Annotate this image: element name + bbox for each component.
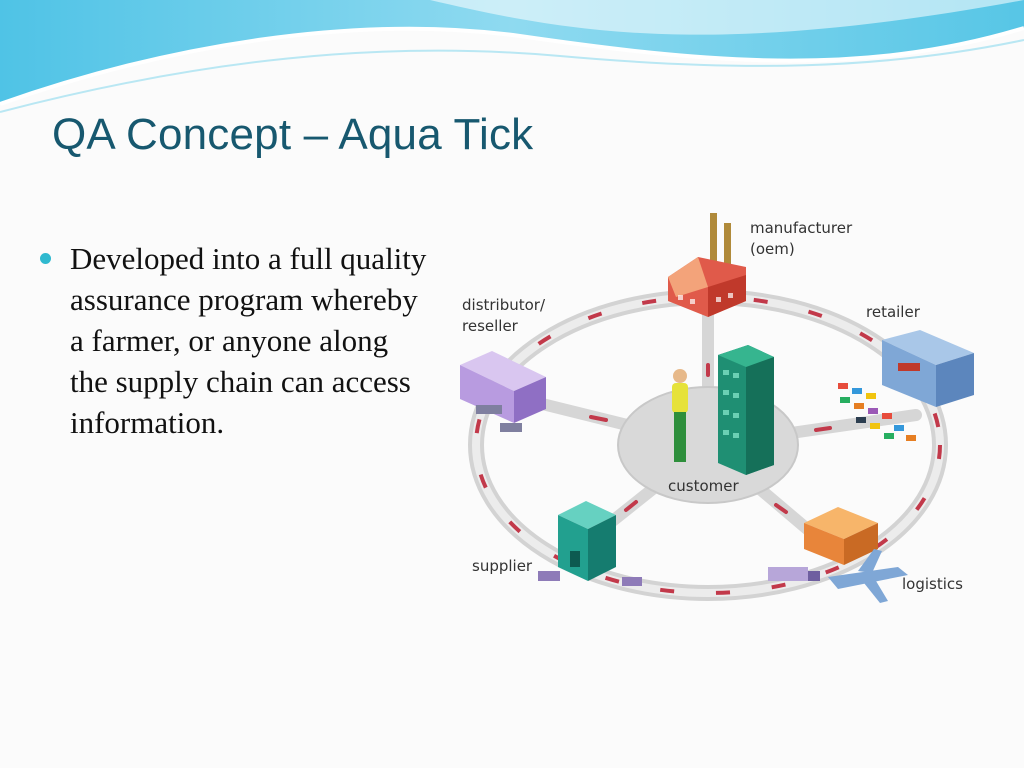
manufacturer-label-line2: (oem) [750,240,795,258]
manufacturer-factory-icon [668,213,746,317]
retailer-label: retailer [866,303,921,321]
bullet-list: Developed into a full quality assurance … [40,238,430,443]
wave-banner [0,0,1024,113]
slide-title: QA Concept – Aqua Tick [52,110,534,159]
bullet-item: Developed into a full quality assurance … [40,238,430,443]
logistics-depot-icon [804,507,878,565]
distributor-warehouse-icon [460,351,546,432]
spoke-dashes [589,363,832,514]
logistics-label: logistics [902,575,963,593]
distributor-label-line2: reseller [462,317,519,335]
customer-person-icon [672,369,688,462]
bullet-text: Developed into a full quality assurance … [70,241,427,440]
airplane-icon [828,549,908,603]
truck-icon [768,567,820,581]
manufacturer-label-line1: manufacturer [750,219,853,237]
customer-building-icon [718,345,774,475]
distributor-label-line1: distributor/ [462,296,546,314]
bullet-dot-icon [40,253,51,264]
parked-cars-icon [838,383,916,441]
retailer-store-icon [882,330,974,407]
customer-label: customer [668,477,739,495]
supplier-label: supplier [472,557,533,575]
supplier-building-icon [538,501,642,586]
supply-chain-diagram: manufacturer (oem) retailer distributor/… [460,213,974,603]
